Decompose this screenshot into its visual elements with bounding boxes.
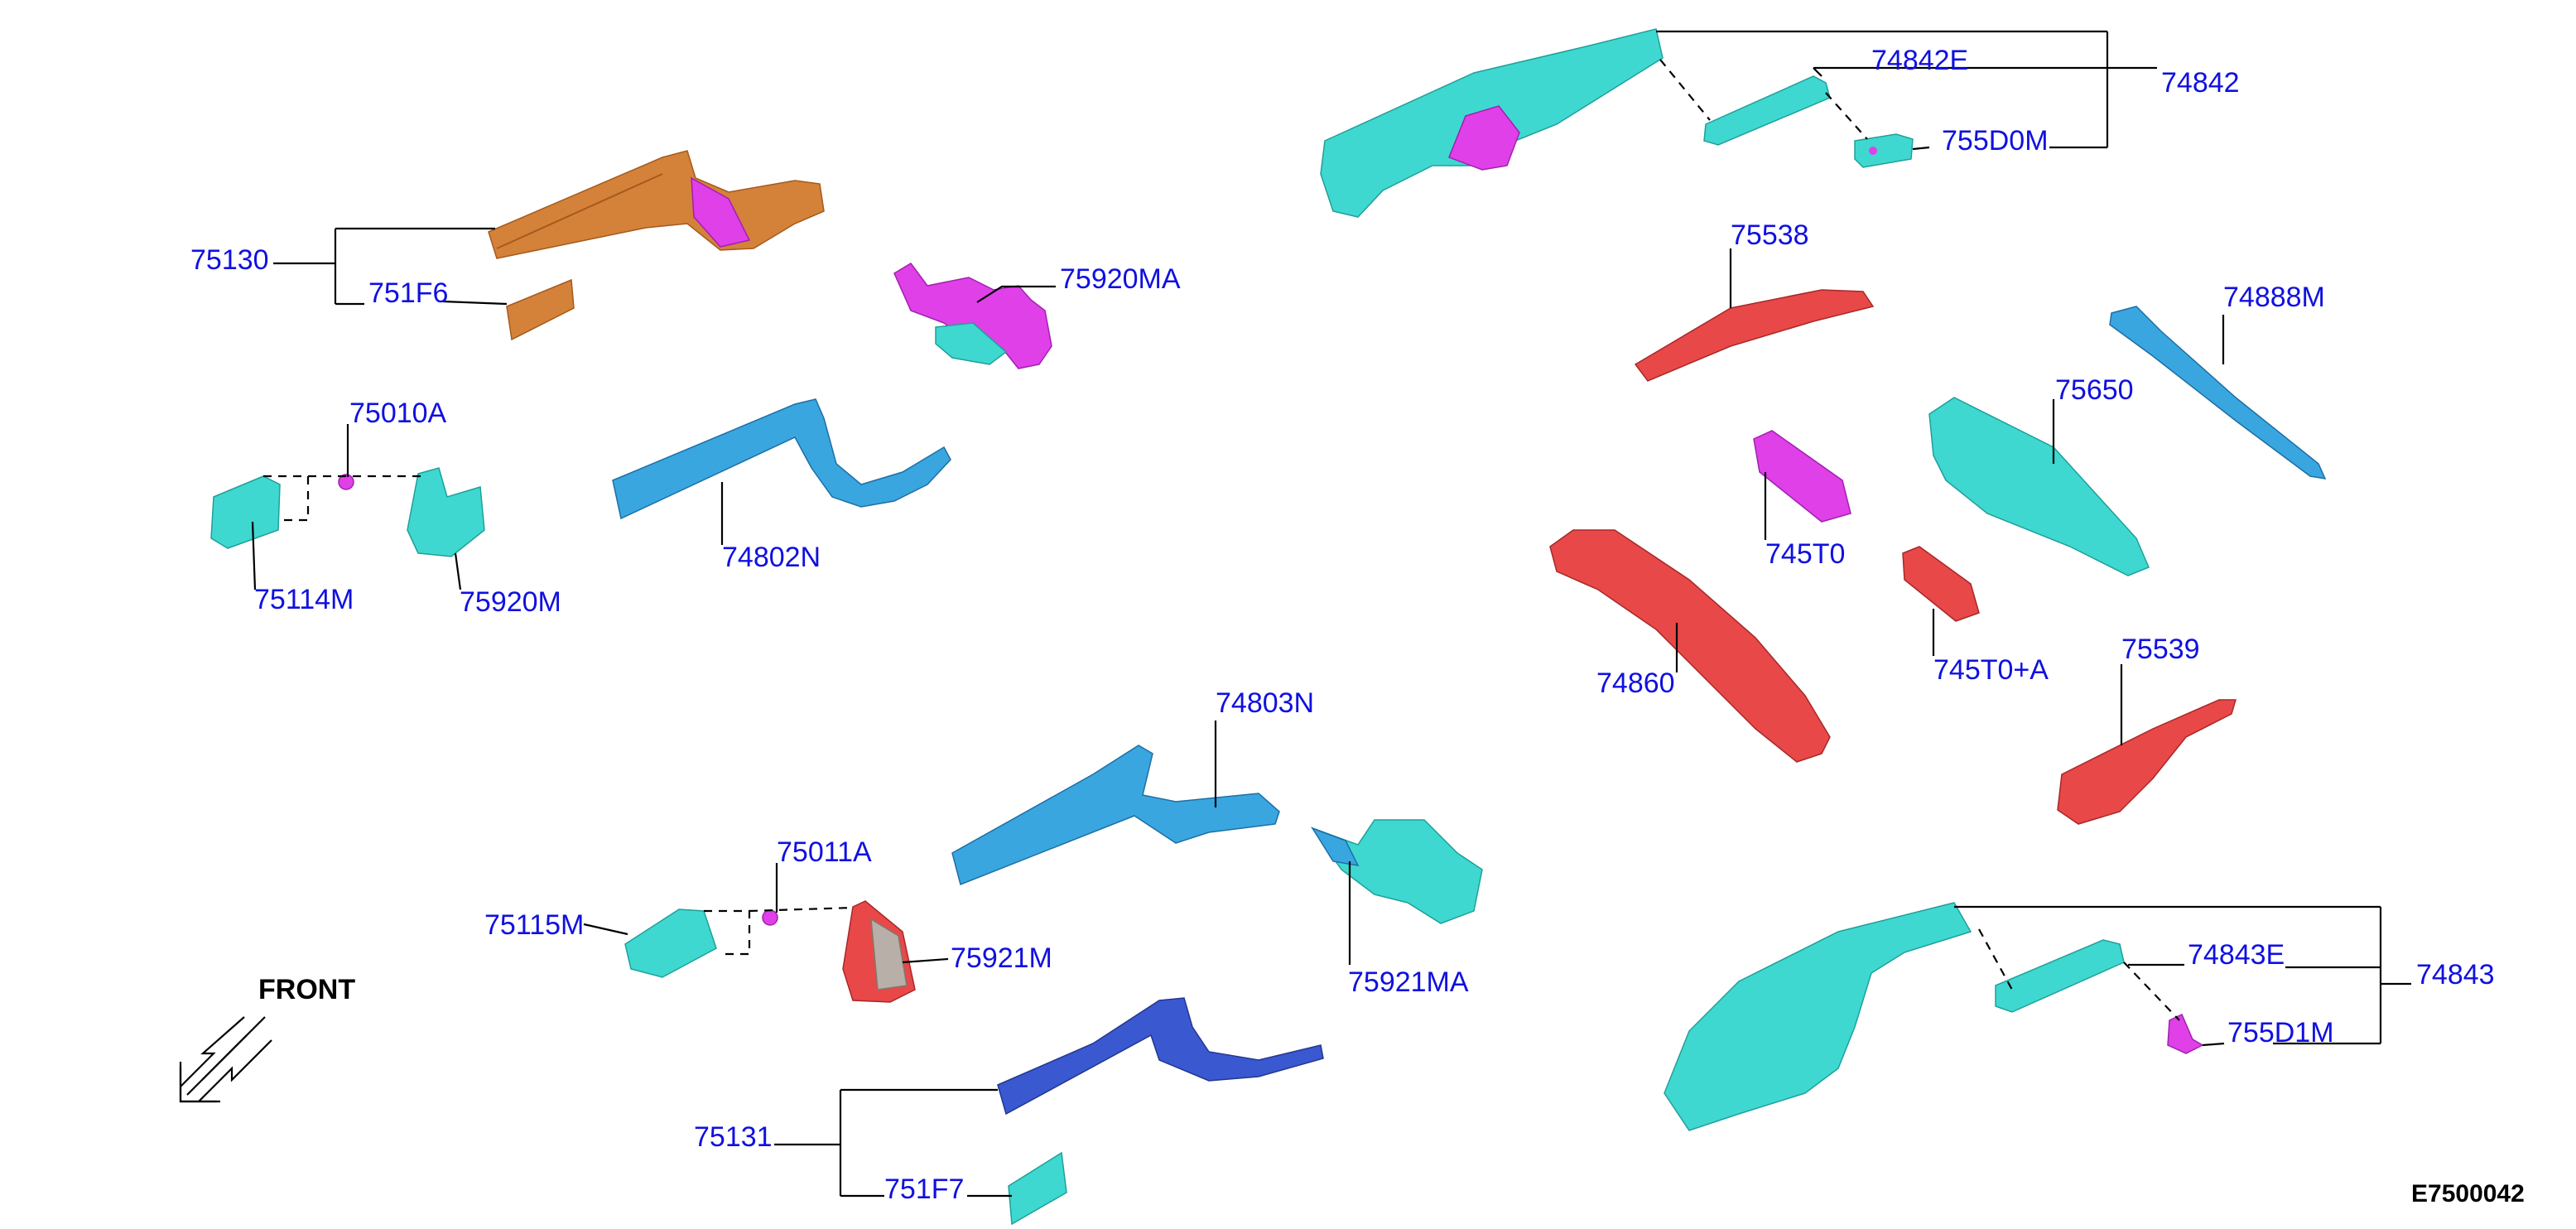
part-74842-illustration	[1320, 28, 1664, 218]
label-75539: 75539	[2121, 634, 2200, 665]
label-75114M: 75114M	[254, 584, 354, 615]
part-75539-illustration	[2057, 699, 2237, 825]
label-75920M: 75920M	[460, 586, 561, 618]
label-75131: 75131	[694, 1121, 773, 1153]
label-745T0A: 745T0+A	[1933, 654, 2049, 686]
part-74802N-illustration	[612, 398, 951, 520]
part-751F6-illustration	[506, 278, 575, 341]
part-75920MA-illustration	[893, 263, 1052, 369]
part-74860-illustration	[1549, 529, 1831, 763]
front-label: FRONT	[258, 974, 355, 1005]
label-755D1M: 755D1M	[2227, 1017, 2334, 1048]
label-74802N: 74802N	[722, 542, 821, 573]
part-751F7-illustration	[1008, 1151, 1067, 1226]
label-75920MA: 75920MA	[1060, 263, 1181, 295]
part-75921M-illustration	[842, 900, 916, 1003]
part-755D1M-illustration	[2167, 1013, 2204, 1054]
part-75920M-illustration	[407, 467, 485, 557]
label-75130: 75130	[190, 244, 269, 276]
label-75538: 75538	[1731, 219, 1809, 251]
part-745T0-illustration	[1753, 430, 1851, 523]
part-75114M-illustration	[210, 475, 281, 549]
part-74842E-illustration	[1703, 75, 1831, 146]
label-74842E: 74842E	[1871, 45, 1968, 76]
drawing-code: E7500042	[2411, 1180, 2525, 1207]
label-74842: 74842	[2161, 67, 2240, 99]
part-75130-illustration	[488, 150, 825, 259]
label-745T0: 745T0	[1765, 538, 1845, 570]
part-745T0A-illustration	[1902, 546, 1980, 622]
part-74843-illustration	[1664, 902, 1972, 1131]
part-74843E-illustration	[1995, 939, 2125, 1013]
label-75011A: 75011A	[777, 836, 872, 868]
part-75131-illustration	[997, 997, 1324, 1116]
part-75650-illustration	[1928, 397, 2150, 576]
label-74803N: 74803N	[1216, 687, 1314, 719]
label-75921MA: 75921MA	[1348, 966, 1469, 998]
part-75115M-illustration	[624, 908, 717, 978]
part-74888M-illustration	[2109, 306, 2327, 480]
label-75921M: 75921M	[951, 942, 1052, 974]
label-74843E: 74843E	[2188, 939, 2285, 971]
part-75538-illustration	[1634, 289, 1875, 382]
label-751F6: 751F6	[368, 277, 448, 309]
label-75115M: 75115M	[484, 909, 584, 941]
leader-lines	[251, 30, 2411, 1198]
label-75650: 75650	[2055, 374, 2134, 406]
part-755D0M-illustration	[1854, 133, 1914, 168]
label-74843: 74843	[2416, 959, 2495, 990]
part-75921MA-illustration	[1311, 819, 1483, 924]
front-arrow-icon	[179, 1016, 272, 1103]
part-74803N-illustration	[951, 745, 1280, 886]
part-75011A-illustration	[762, 909, 778, 926]
label-74860: 74860	[1596, 668, 1675, 699]
label-755D0M: 755D0M	[1942, 125, 2049, 157]
label-74888M: 74888M	[2223, 282, 2325, 313]
part-75010A-illustration	[338, 474, 354, 490]
label-751F7: 751F7	[884, 1174, 964, 1205]
label-75010A: 75010A	[349, 398, 447, 429]
